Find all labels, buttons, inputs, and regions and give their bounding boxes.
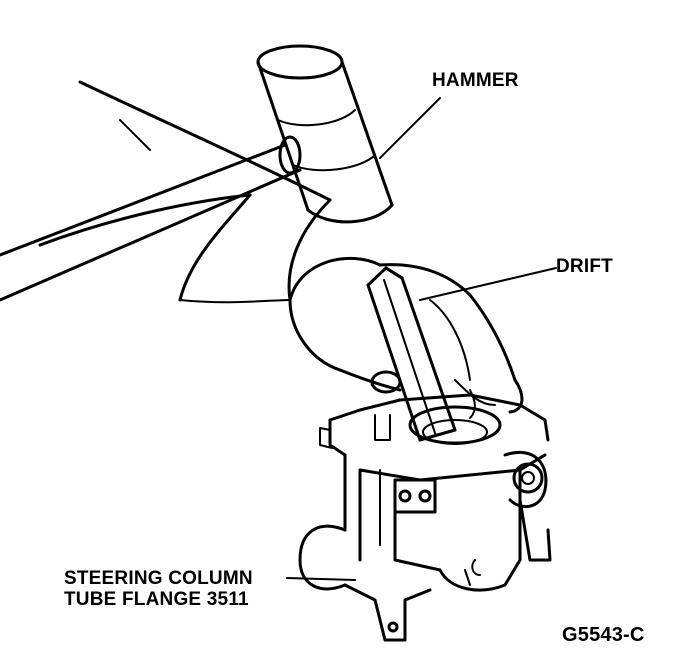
drift-label: DRIFT <box>556 256 613 277</box>
drift-tool <box>366 266 457 442</box>
steering-column-label: STEERING COLUMN TUBE FLANGE 3511 <box>64 568 253 610</box>
steering-column-flange <box>298 393 552 642</box>
hammer-leader-line <box>379 97 441 159</box>
drift-leader-line <box>419 267 557 301</box>
hammer-head <box>256 44 394 224</box>
hammer-label: HAMMER <box>432 70 519 91</box>
forearm-sleeve <box>38 80 332 304</box>
figure-code: G5543-C <box>562 624 645 646</box>
steering-leader-line <box>286 577 356 581</box>
steering-column-label-line1: STEERING COLUMN <box>64 568 253 589</box>
steering-column-label-line2: TUBE FLANGE 3511 <box>64 589 249 610</box>
hammer-handle <box>0 135 302 302</box>
